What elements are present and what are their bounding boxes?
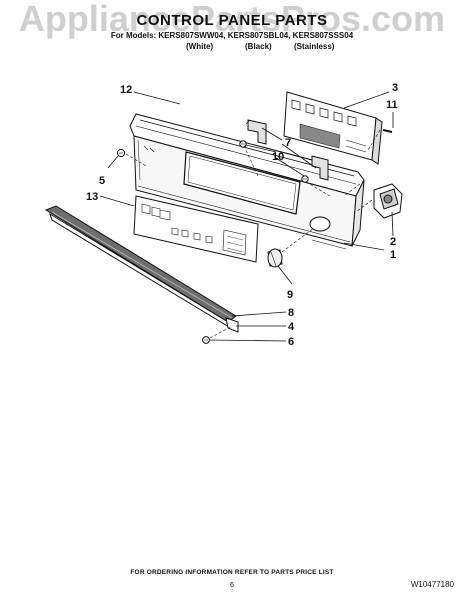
trim-strip (44, 205, 237, 331)
callout-6: 6 (288, 336, 294, 348)
page-title: CONTROL PANEL PARTS (136, 12, 328, 29)
callout-numbers: 12 3 11 7 10 5 13 2 1 9 8 4 6 (86, 82, 398, 348)
callout-11: 11 (386, 99, 398, 111)
ordering-note: FOR ORDERING INFORMATION REFER TO PARTS … (130, 569, 334, 576)
model-list: For Models: KERS807SWW04, KERS807SBL04, … (110, 31, 354, 40)
finish-black: (Black) (245, 42, 272, 51)
finish-white: (White) (186, 42, 214, 51)
callout-9: 9 (287, 289, 293, 301)
callout-7: 7 (285, 137, 291, 149)
callout-5: 5 (99, 175, 105, 187)
callout-10: 10 (272, 151, 284, 163)
callout-13: 13 (86, 191, 98, 203)
mounting-bracket-left (245, 119, 267, 145)
finish-stainless: (Stainless) (294, 42, 335, 51)
control-knob (267, 248, 283, 268)
document-number: W10477180 (410, 580, 454, 589)
page-number: 6 (230, 582, 234, 589)
leader-lines (99, 91, 394, 342)
rotary-switch (373, 183, 403, 219)
callout-12: 12 (120, 84, 132, 96)
callout-8: 8 (288, 307, 294, 319)
watermark: AppliancePartsPros.com (18, 0, 446, 39)
callout-2: 2 (390, 236, 396, 248)
screw-icon (116, 129, 393, 344)
end-cap (225, 317, 239, 333)
callout-4: 4 (288, 321, 295, 333)
callout-1: 1 (390, 249, 396, 261)
control-overlay (133, 195, 259, 263)
callout-3: 3 (392, 82, 398, 94)
dashed-guide-lines (125, 129, 381, 339)
electronic-control-board (283, 91, 383, 165)
mounting-bracket-right (311, 155, 329, 181)
